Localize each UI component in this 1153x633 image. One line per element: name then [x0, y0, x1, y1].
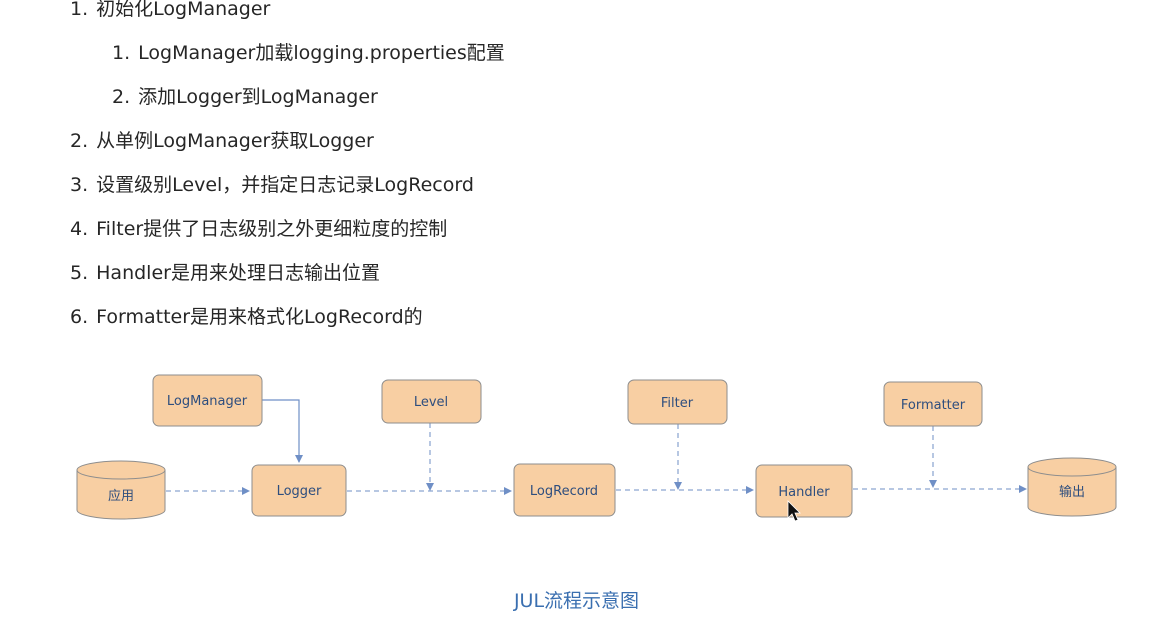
list-text: 初始化LogManager — [96, 0, 271, 20]
list-number: 2. — [70, 130, 89, 152]
list-number: 6. — [70, 306, 89, 328]
list-number: 1. — [70, 0, 89, 20]
output-label: 输出 — [1059, 484, 1085, 500]
list-item: 5. Handler是用来处理日志输出位置 — [70, 261, 380, 285]
list-item: 1. LogManager加载logging.properties配置 — [112, 41, 505, 65]
logmanager-label: LogManager — [167, 394, 248, 409]
list-number: 4. — [70, 218, 89, 240]
app-label: 应用 — [108, 488, 134, 504]
formatter-label: Formatter — [901, 398, 966, 413]
list-number: 3. — [70, 174, 89, 196]
level-node: Level — [381, 379, 482, 424]
list-text: Filter提供了日志级别之外更细粒度的控制 — [96, 218, 448, 240]
list-item: 3. 设置级别Level，并指定日志记录LogRecord — [70, 173, 474, 197]
filter-node: Filter — [627, 379, 728, 425]
list-text: 从单例LogManager获取Logger — [96, 130, 374, 152]
list-text: 添加Logger到LogManager — [138, 86, 378, 108]
list-text: 设置级别Level，并指定日志记录LogRecord — [96, 174, 474, 196]
list-number: 2. — [112, 86, 131, 108]
arrow-logmanager-to-logger — [262, 399, 303, 463]
logger-node: Logger — [251, 464, 347, 517]
logger-label: Logger — [277, 484, 322, 499]
list-text: LogManager加载logging.properties配置 — [138, 42, 505, 64]
level-label: Level — [414, 395, 448, 410]
list-item: 4. Filter提供了日志级别之外更细粒度的控制 — [70, 217, 447, 241]
list-item: 6. Formatter是用来格式化LogRecord的 — [70, 305, 423, 329]
list-text: Formatter是用来格式化LogRecord的 — [96, 306, 423, 328]
logrecord-node: LogRecord — [513, 463, 616, 517]
mouse-cursor-icon — [787, 500, 801, 522]
list-item: 1. 初始化LogManager — [70, 0, 270, 21]
list-number: 5. — [70, 262, 89, 284]
list-item: 2. 从单例LogManager获取Logger — [70, 129, 374, 153]
filter-label: Filter — [661, 396, 694, 411]
logmanager-node: LogManager — [152, 374, 263, 427]
logrecord-label: LogRecord — [530, 484, 598, 499]
handler-label: Handler — [778, 485, 830, 500]
output-node: 输出 — [1027, 457, 1117, 517]
formatter-node: Formatter — [883, 381, 983, 427]
list-number: 1. — [112, 42, 131, 64]
app-node: 应用 — [76, 460, 166, 520]
list-item: 2. 添加Logger到LogManager — [112, 85, 378, 109]
handler-node: Handler — [755, 464, 853, 518]
diagram-caption: JUL流程示意图 — [513, 590, 640, 612]
list-text: Handler是用来处理日志输出位置 — [96, 262, 380, 284]
